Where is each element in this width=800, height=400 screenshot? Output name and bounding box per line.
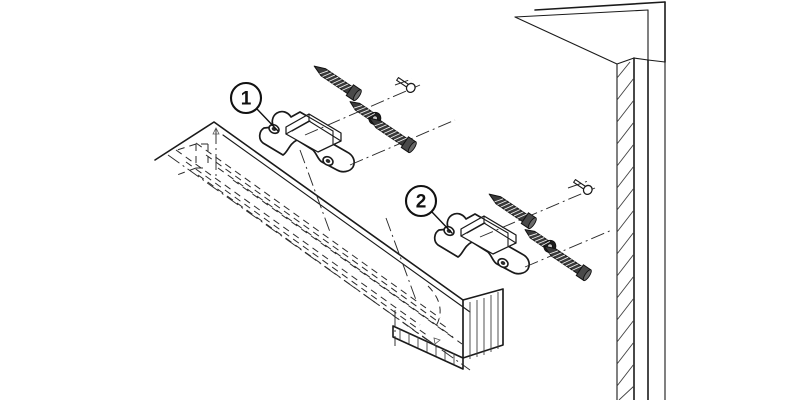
screw-1-short	[349, 101, 382, 125]
wall-section-hatching	[616, 61, 635, 400]
screw-1-long-lower	[368, 117, 417, 154]
axis-arrow-right	[433, 337, 441, 345]
callout-1[interactable]: 1	[229, 81, 279, 132]
callout-2-label: 2	[416, 192, 427, 213]
wall-panel	[514, 1, 666, 400]
callout-2-leader	[431, 211, 453, 234]
mounting-bracket-2	[433, 212, 531, 275]
screw-2-dowel-pin	[573, 179, 593, 196]
rail-hidden-radius	[427, 285, 441, 327]
callout-1-leader	[256, 108, 279, 132]
callout-1-label: 1	[241, 89, 252, 110]
screw-1-long-upper	[313, 65, 362, 102]
screw-set-1	[313, 65, 417, 154]
callout-2-circle[interactable]	[404, 184, 438, 218]
rail-end-hatching	[469, 292, 499, 359]
rail-center-lines	[167, 149, 471, 371]
rail-hidden-lines	[175, 142, 463, 348]
mounting-bracket-1	[258, 110, 356, 173]
rail-left-end-profile	[176, 143, 209, 176]
callout-2[interactable]: 2	[404, 184, 453, 234]
rail-front-hatching	[399, 329, 455, 364]
screw-2-long-lower	[543, 245, 592, 282]
assembly-axis-lines-group-2	[479, 180, 613, 268]
axis-arrow-left	[212, 127, 220, 135]
horizontal-rail	[154, 121, 504, 371]
screw-2-long-upper	[488, 193, 537, 230]
screw-set-2	[488, 179, 593, 282]
callout-1-circle[interactable]	[229, 81, 263, 115]
screw-1-dowel-pin	[396, 77, 416, 94]
